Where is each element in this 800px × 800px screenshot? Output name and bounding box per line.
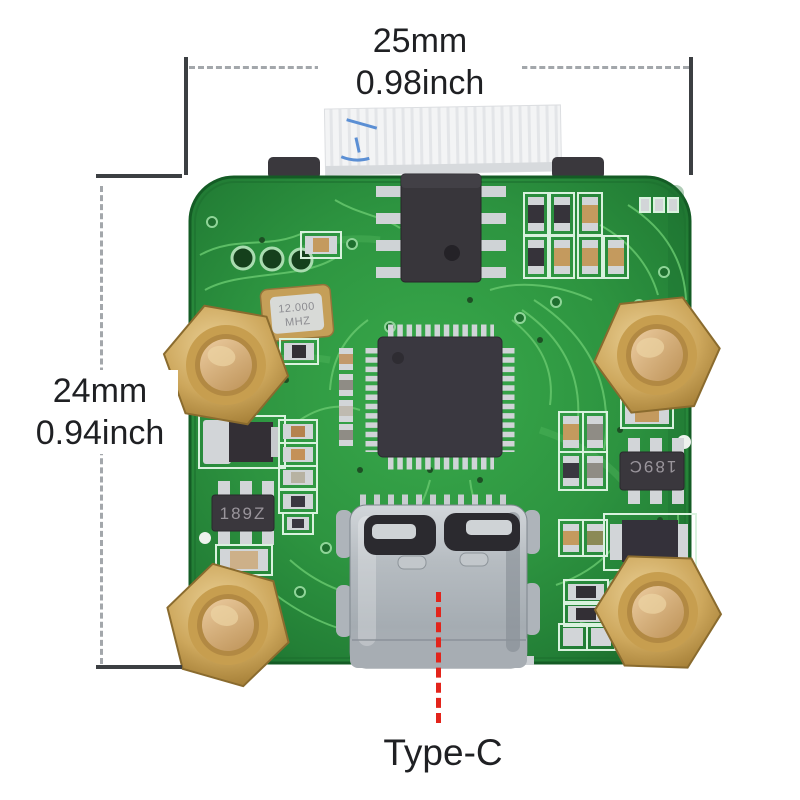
- standoff-bottom-right: [592, 554, 724, 670]
- pin1-dot: [444, 245, 460, 261]
- sot23-regulator-left: 189Z: [211, 481, 275, 545]
- dimension-height-label: 24mm 0.94inch: [22, 370, 178, 454]
- pen-mark: [340, 118, 378, 162]
- dimension-tick-left-bottom: [96, 665, 182, 669]
- regulator-left-marking: 189Z: [220, 504, 267, 523]
- standoff-top-left: [153, 299, 299, 431]
- qfp-chip: [365, 324, 515, 470]
- sot23-regulator-right: 189C: [619, 438, 685, 504]
- latch-slots: [364, 513, 520, 555]
- height-mm: 24mm: [52, 372, 148, 410]
- dimension-tick-top-left: [184, 57, 188, 175]
- standoff-top-right: [587, 293, 727, 417]
- width-inch: 0.98inch: [355, 64, 485, 102]
- type-c-callout-line: [436, 592, 441, 723]
- pin1-dot: [392, 352, 404, 364]
- crystal-marking-line1: 12.000: [278, 300, 316, 315]
- height-inch: 0.94inch: [35, 414, 165, 452]
- inductor-left: [198, 415, 286, 469]
- ffc-ribbon-cable: [323, 104, 563, 176]
- rear-connector-tabs: [268, 157, 604, 179]
- usb-type-c-connector: [336, 494, 540, 669]
- crystal-marking-line2: MHZ: [285, 315, 311, 329]
- passive-bottom-left: [215, 544, 273, 576]
- inductor-right: [603, 513, 697, 571]
- type-c-label: Type-C: [383, 732, 503, 773]
- soic-chip: [376, 173, 506, 283]
- test-pad: [199, 532, 211, 544]
- passive-cluster-top-right: [523, 192, 679, 279]
- dimension-width-label: 25mm 0.98inch: [318, 20, 522, 104]
- dimension-tick-top-right: [689, 57, 693, 175]
- width-mm: 25mm: [372, 22, 468, 60]
- regulator-right-marking: 189C: [628, 457, 677, 476]
- crystal-oscillator: 12.000 MHZ: [259, 283, 335, 343]
- standoff-bottom-left: [151, 554, 305, 696]
- dimension-tick-left-top: [96, 174, 182, 178]
- left-passive-column: [278, 348, 353, 535]
